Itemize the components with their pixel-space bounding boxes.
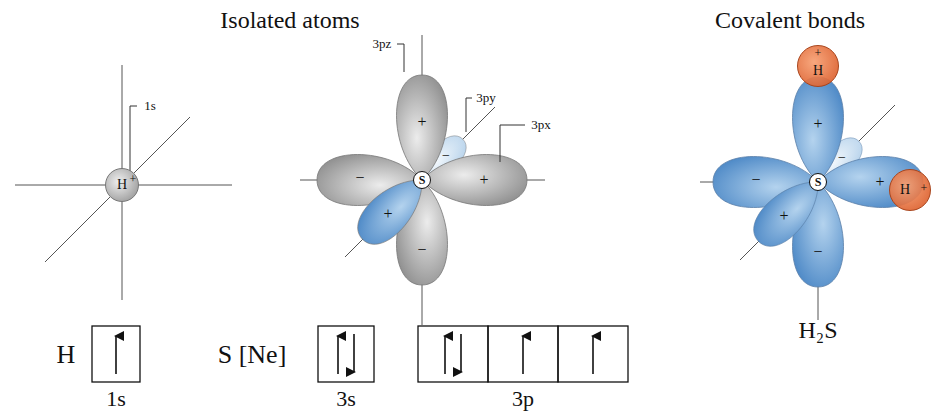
electron-spin-arrow (116, 334, 593, 374)
orbital-box (92, 326, 628, 382)
phase-sign: − (751, 171, 760, 189)
orbital-label: 3p (512, 387, 534, 411)
phase-sign: − (813, 243, 822, 261)
phase-sign: + (779, 207, 788, 225)
sulfur-nucleus: S (809, 173, 827, 191)
charge-sign: + (815, 47, 822, 60)
atom-symbol: S (419, 174, 426, 186)
phase-sign: + (130, 173, 137, 186)
atom-symbol: H (117, 178, 127, 192)
axis-lines (15, 65, 232, 300)
sulfur-nucleus: S (413, 171, 431, 189)
p-orbital-lobes (317, 75, 527, 285)
atom-symbol: H (900, 183, 910, 197)
electron-configuration: S [Ne] (218, 341, 287, 370)
axis-lines (300, 35, 545, 325)
phase-sign: − (442, 148, 450, 163)
phase-sign: + (383, 205, 392, 223)
section-heading: Covalent bonds (715, 7, 865, 33)
atom-symbol: H (813, 64, 823, 78)
phase-sign: − (417, 241, 426, 259)
orbital-label: 3py (476, 91, 496, 105)
phase-sign: + (813, 115, 822, 133)
section-heading: Isolated atoms (220, 7, 359, 33)
orbital-label: 3px (531, 118, 551, 132)
phase-sign: + (875, 173, 884, 191)
orbital-label: 1s (106, 387, 126, 411)
element-symbol: H (57, 341, 76, 370)
leader-line (397, 44, 525, 162)
phase-sign: − (355, 169, 364, 187)
phase-sign: + (417, 113, 426, 131)
orbital-label: 1s (144, 99, 156, 113)
orbital-label: 3pz (373, 37, 392, 51)
atom-symbol: S (815, 176, 822, 188)
phase-sign: − (838, 150, 846, 165)
orbital-label: 3s (336, 387, 356, 411)
charge-sign: + (921, 182, 928, 195)
molecule-formula: H₂S (798, 317, 837, 343)
phase-sign: + (479, 171, 488, 189)
leader-line (130, 106, 137, 172)
